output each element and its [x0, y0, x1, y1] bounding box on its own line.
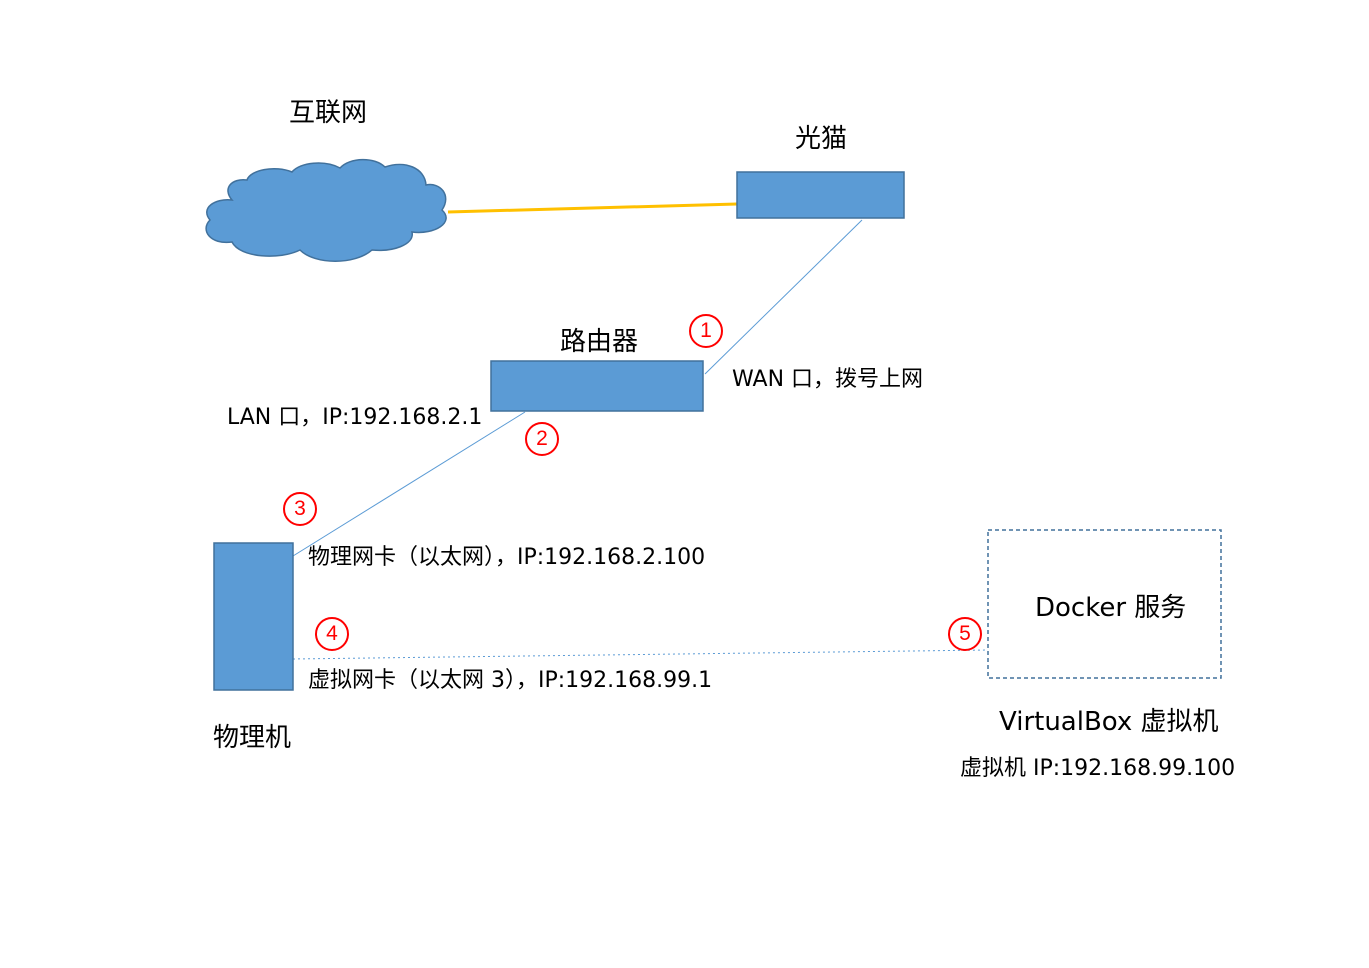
modem-label: 光猫 [795, 124, 848, 154]
docker-box [987, 529, 1222, 679]
marker-3: 3 [283, 492, 317, 526]
lan-label: LAN 口，IP:192.168.2.1 [227, 405, 483, 430]
physical-nic-label: 物理网卡（以太网），IP:192.168.2.100 [308, 545, 706, 570]
modem-box [736, 171, 905, 219]
virtualbox-label: VirtualBox 虚拟机 [999, 707, 1219, 737]
marker-2: 2 [525, 422, 559, 456]
virtual-link [292, 649, 989, 660]
lan-link [292, 411, 526, 557]
marker-5: 5 [948, 617, 982, 651]
fiber-link [447, 202, 738, 214]
internet-cloud [205, 158, 447, 262]
wan-link [704, 219, 863, 375]
docker-label: Docker 服务 [1035, 593, 1187, 623]
physical-machine-box [213, 542, 294, 691]
router-label: 路由器 [560, 327, 639, 357]
marker-4: 4 [315, 617, 349, 651]
virtual-nic-label: 虚拟网卡（以太网 3），IP:192.168.99.1 [308, 668, 713, 693]
virtualbox-ip-label: 虚拟机 IP:192.168.99.100 [960, 756, 1236, 781]
router-box [490, 360, 704, 412]
wan-label: WAN 口，拨号上网 [732, 367, 924, 392]
internet-label: 互联网 [289, 98, 368, 128]
cloud-icon [205, 158, 447, 262]
physical-machine-label: 物理机 [213, 723, 292, 753]
marker-1: 1 [689, 314, 723, 348]
